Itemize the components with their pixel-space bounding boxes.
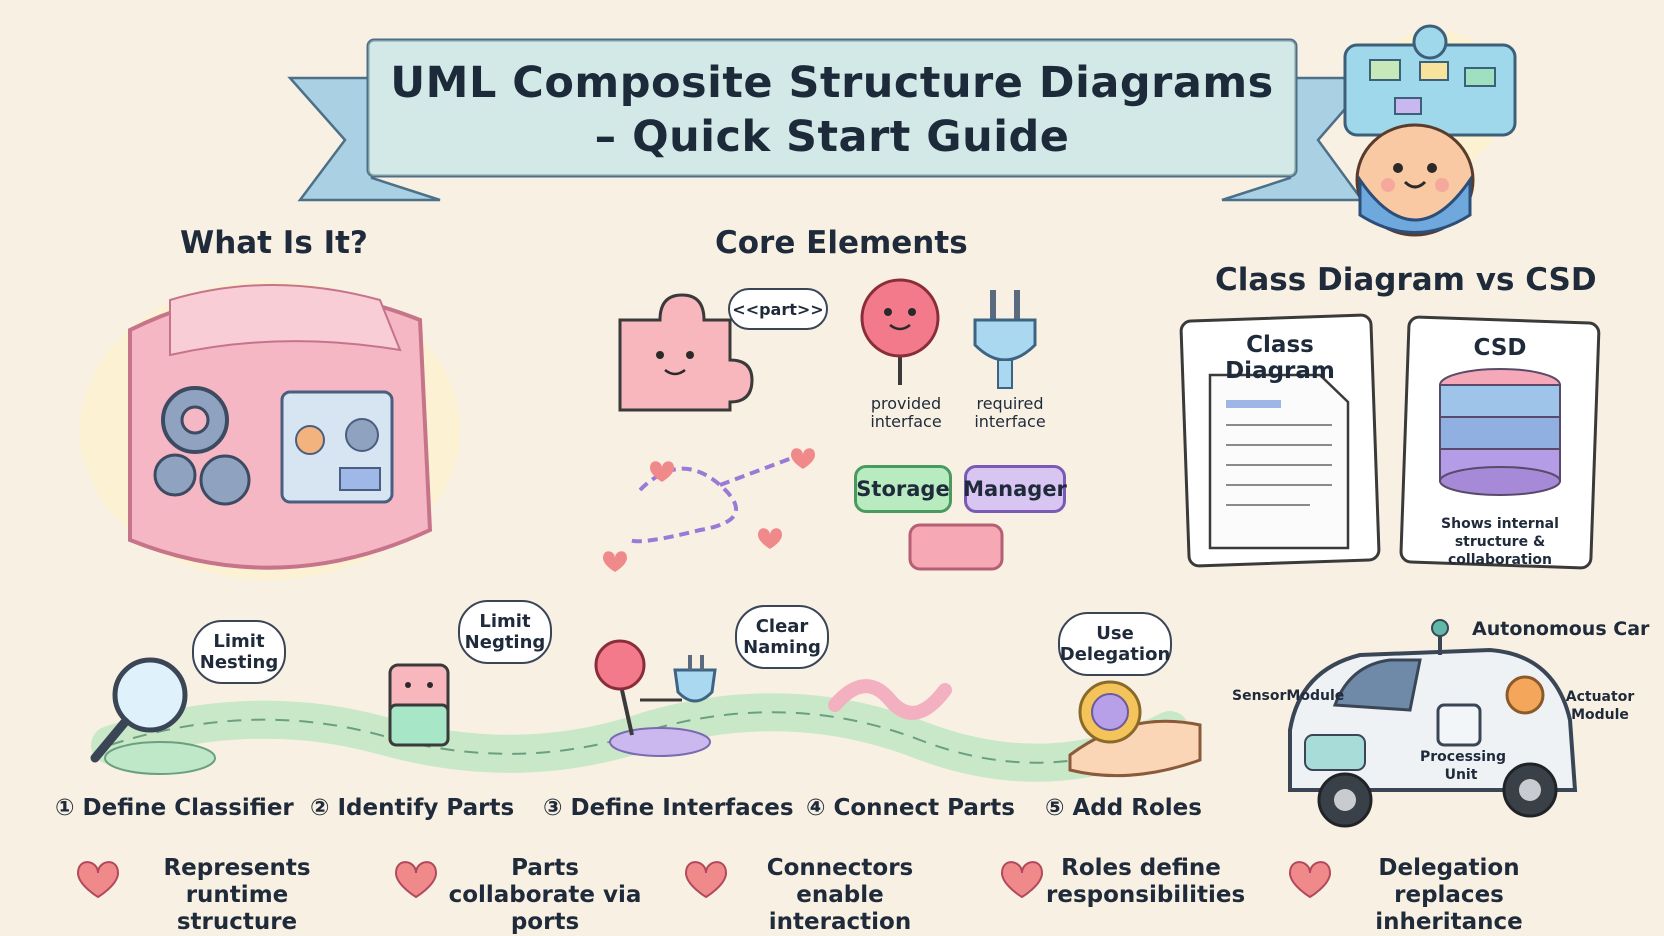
- class-diagram-card: [1179, 313, 1381, 568]
- step-1-number: ①: [55, 795, 75, 821]
- fact-2: Parts collaborate via ports: [448, 855, 642, 935]
- title-banner: [287, 38, 1375, 202]
- processing-unit-label: Processing Unit: [1420, 749, 1507, 783]
- required-interface-icon: [973, 290, 1037, 389]
- csd-title: CSD: [1473, 335, 1527, 361]
- page-title-line-2: – Quick Start Guide: [594, 112, 1070, 162]
- step-1: ① Define Classifier: [55, 795, 294, 821]
- required-interface-label: required interface: [974, 394, 1046, 431]
- tip-bubble-use-delegation: Use Delegation: [1058, 612, 1172, 676]
- storage-part-box: Storage: [854, 465, 952, 513]
- walking-puzzle-icon: [388, 663, 450, 747]
- heart-icon: [650, 461, 674, 482]
- fact-4: Roles define responsibilities: [1046, 855, 1246, 908]
- heart-icon: [1000, 861, 1044, 899]
- autonomous-car-icon: [1288, 619, 1578, 828]
- csd-card: [1399, 315, 1601, 570]
- step-4: ④ Connect Parts: [806, 795, 1015, 821]
- puzzle-mascot-icon: [1343, 24, 1517, 237]
- step-3-label: Define Interfaces: [570, 795, 794, 821]
- heart-icon: [791, 448, 815, 469]
- interface-pair-icon: [594, 639, 717, 736]
- step-5-number: ⑤: [1045, 795, 1065, 821]
- tip-bubble-limit-negting: Limit Negting: [458, 600, 552, 664]
- heart-icon: [394, 861, 438, 899]
- magnifier-icon: [90, 657, 188, 763]
- step-3: ③ Define Interfaces: [543, 795, 794, 821]
- csd-caption: Shows internal structure & collaboration: [1441, 516, 1559, 568]
- section-title-comparison: Class Diagram vs CSD: [1215, 262, 1597, 298]
- delegation-hand-icon: [1068, 680, 1202, 778]
- composite-cube-icon: [80, 280, 460, 580]
- sensor-module-label: SensorModule: [1232, 688, 1345, 704]
- fact-5: Delegation replaces inheritance: [1375, 855, 1523, 935]
- step-2: ② Identify Parts: [310, 795, 514, 821]
- step-2-label: Identify Parts: [337, 795, 515, 821]
- class-diagram-title: Class Diagram: [1225, 332, 1335, 384]
- heart-icon: [76, 861, 120, 899]
- section-title-what-is-it: What Is It?: [180, 225, 368, 261]
- heart-icon: [603, 551, 627, 572]
- page-title-line-1: UML Composite Structure Diagrams: [390, 58, 1274, 108]
- section-title-core-elements: Core Elements: [715, 225, 968, 261]
- step-5: ⑤ Add Roles: [1045, 795, 1202, 821]
- fact-3: Connectors enable interaction: [766, 855, 914, 935]
- unlabeled-part-box: [908, 523, 1004, 571]
- step-2-number: ②: [310, 795, 330, 821]
- tip-bubble-clear-naming: Clear Naming: [735, 605, 829, 669]
- heart-icon: [684, 861, 728, 899]
- actuator-module-label: Actuator Module: [1565, 689, 1635, 723]
- provided-interface-icon: [860, 278, 940, 385]
- connector-squiggle-icon: [629, 453, 801, 544]
- connector-wave-icon: [828, 679, 952, 720]
- part-stereotype-bubble: <<part>>: [728, 288, 828, 330]
- manager-part-box: Manager: [963, 465, 1067, 513]
- tip-bubble-limit-nesting: Limit Nesting: [192, 620, 286, 684]
- provided-interface-label: provided interface: [870, 394, 942, 431]
- step-5-label: Add Roles: [1072, 795, 1202, 821]
- heart-icon: [758, 528, 782, 549]
- step-4-label: Connect Parts: [833, 795, 1015, 821]
- part-puzzle-icon: [618, 293, 754, 412]
- step-4-number: ④: [806, 795, 826, 821]
- step-1-label: Define Classifier: [82, 795, 294, 821]
- car-example-title: Autonomous Car: [1472, 618, 1650, 640]
- heart-icon: [1288, 861, 1332, 899]
- roadmap-path: [91, 693, 1189, 782]
- fact-1: Represents runtime structure: [163, 855, 311, 935]
- step-3-number: ③: [543, 795, 563, 821]
